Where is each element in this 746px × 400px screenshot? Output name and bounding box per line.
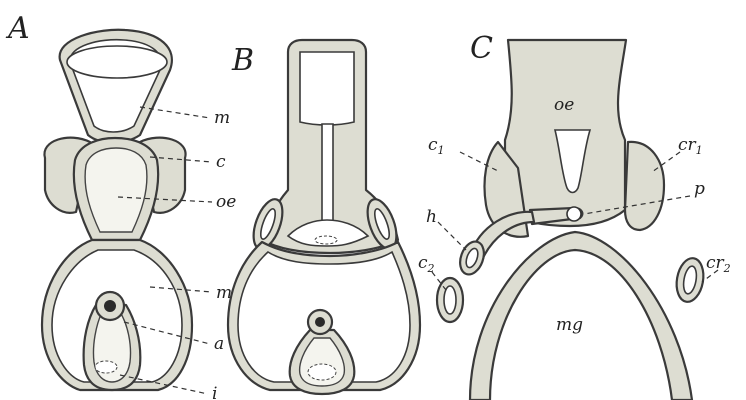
pharynx-stalk-lumen-b [322, 124, 333, 222]
label-h: h [426, 207, 437, 227]
label-c2: c2 [418, 253, 435, 275]
pharynx-upper-lumen-b [300, 52, 354, 125]
panel-c-diagram: C oe c1 cr1 [418, 31, 731, 400]
label-oe-c: oe [554, 95, 574, 115]
label-cr2: cr2 [706, 253, 731, 275]
label-c1-main: c [428, 135, 438, 155]
label-cr1: cr1 [678, 135, 703, 157]
label-p: p [694, 179, 705, 199]
label-m: m [214, 108, 230, 128]
intestine-end-a [95, 361, 117, 373]
panel-b-letter: B [231, 43, 254, 78]
panel-a-diagram: A m c oe mg a i [5, 11, 243, 400]
panel-a-letter: A [5, 11, 30, 46]
label-cr2-main: cr [706, 253, 725, 273]
oesophagus-lumen-a [85, 148, 147, 232]
panel-b-diagram: B [228, 40, 420, 394]
leader-h [438, 222, 466, 250]
label-i: i [212, 384, 217, 400]
label-c: c [216, 152, 226, 172]
anus-opening-b [315, 317, 325, 327]
label-c1-sub: 1 [438, 144, 445, 157]
label-c1: c1 [428, 135, 445, 157]
label-a: a [214, 334, 224, 354]
label-cr1-sub: 1 [696, 144, 703, 157]
label-mg-c: mg [556, 315, 583, 335]
mouth-opening-a [67, 46, 167, 78]
pharynx-pore-b [315, 236, 337, 244]
anus-opening-a [104, 300, 116, 312]
intestine-end-b [308, 364, 336, 380]
panel-c-letter: C [470, 31, 493, 66]
pore-c [567, 207, 581, 221]
label-cr1-main: cr [678, 135, 697, 155]
coelom-cr1 [625, 142, 664, 230]
coelom-c2-lumen [444, 286, 456, 314]
label-c2-main: c [418, 253, 428, 273]
label-cr2-sub: 2 [723, 262, 731, 275]
label-c2-sub: 2 [427, 262, 435, 275]
label-oe-a: oe [216, 192, 236, 212]
